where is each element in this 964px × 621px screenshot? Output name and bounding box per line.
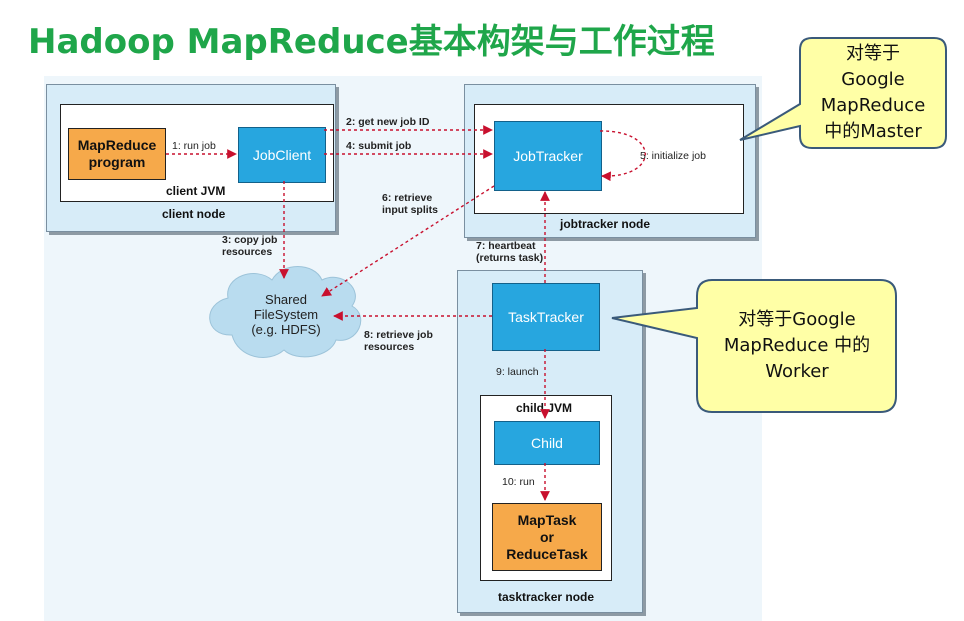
client-jvm-label: client JVM: [166, 184, 226, 198]
step-1-label: 1: run job: [172, 140, 216, 152]
master-line-2: Google: [841, 69, 905, 90]
worker-callout-text: 对等于Google MapReduce 中的 Worker: [700, 307, 894, 385]
step-10-label: 10: run: [502, 476, 535, 488]
step-3-line-2: resources: [222, 246, 273, 258]
client-node-label: client node: [162, 207, 226, 221]
fs-line-3: (e.g. HDFS): [251, 322, 321, 337]
jobclient-label: JobClient: [252, 147, 312, 163]
step-4-label: 4: submit job: [346, 140, 412, 152]
step-3-label: 3: copy job resources: [222, 234, 277, 258]
tasktracker: TaskTracker: [492, 283, 600, 351]
master-line-1: 对等于: [846, 43, 900, 64]
task-label-1: MapTask: [517, 511, 577, 528]
maptask-reducetask: MapTask or ReduceTask: [492, 503, 602, 571]
fs-line-1: Shared: [265, 292, 307, 307]
step-8-line-1: 8: retrieve job: [364, 329, 433, 341]
page-title: Hadoop MapReduce基本构架与工作过程: [28, 22, 715, 62]
step-7-line-1: 7: heartbeat: [476, 240, 536, 252]
step-8-line-2: resources: [364, 341, 415, 353]
child: Child: [494, 421, 600, 465]
step-6-line-1: 6: retrieve: [382, 192, 433, 204]
master-line-4: 中的Master: [824, 121, 922, 142]
shared-filesystem-label: Shared FileSystem (e.g. HDFS): [236, 292, 336, 337]
fs-line-2: FileSystem: [253, 307, 319, 322]
step-3-line-1: 3: copy job: [222, 234, 278, 246]
worker-line-3: Worker: [765, 361, 829, 382]
mapreduce-program: MapReduce program: [68, 128, 166, 180]
step-7-label: 7: heartbeat (returns task): [476, 240, 543, 264]
step-8-label: 8: retrieve job resources: [364, 329, 433, 353]
task-label-3: ReduceTask: [506, 545, 588, 562]
jobtracker-node-label: jobtracker node: [560, 217, 651, 231]
jobtracker: JobTracker: [494, 121, 602, 191]
master-callout-text: 对等于 Google MapReduce 中的Master: [802, 41, 944, 145]
child-label: Child: [531, 435, 563, 451]
arrow-retrieve-splits: [321, 185, 495, 297]
step-7-line-2: (returns task): [476, 252, 544, 264]
step-5-label: 5: initialize job: [640, 150, 706, 162]
step-6-line-2: input splits: [382, 204, 438, 216]
step-6-label: 6: retrieve input splits: [382, 192, 438, 216]
worker-callout: [611, 279, 897, 413]
child-jvm-label: child JVM: [516, 401, 573, 415]
arrow-initialize-job: [599, 130, 646, 182]
step-2-label: 2: get new job ID: [346, 116, 430, 128]
step-9-label: 9: launch: [496, 366, 539, 378]
worker-line-1: 对等于Google: [738, 309, 856, 330]
master-line-3: MapReduce: [820, 95, 926, 116]
task-label-2: or: [540, 528, 554, 545]
tasktracker-label: TaskTracker: [508, 309, 584, 325]
mapreduce-program-label: MapReduce program: [77, 137, 157, 170]
tasktracker-node-label: tasktracker node: [498, 590, 595, 604]
jobclient: JobClient: [238, 127, 326, 183]
worker-line-2: MapReduce 中的: [723, 335, 871, 356]
master-callout: [739, 37, 947, 149]
jobtracker-label: JobTracker: [513, 148, 583, 164]
